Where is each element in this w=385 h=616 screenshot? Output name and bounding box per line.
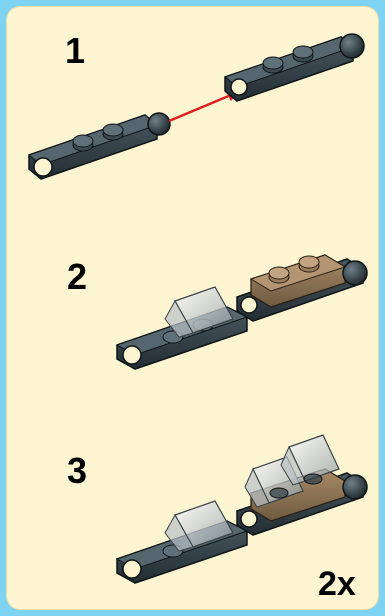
step-3-illustration [117, 435, 367, 583]
step-number-2: 2 [67, 259, 87, 295]
plate-with-clip [29, 113, 170, 179]
quantity-multiplier: 2x [318, 567, 356, 601]
step-number-1: 1 [65, 33, 85, 69]
step-number-3: 3 [67, 453, 87, 489]
step-2-illustration [117, 255, 367, 369]
build-illustrations [7, 7, 379, 610]
plate-with-ball [225, 34, 364, 101]
instruction-panel: 1 2 3 2x [6, 6, 379, 610]
